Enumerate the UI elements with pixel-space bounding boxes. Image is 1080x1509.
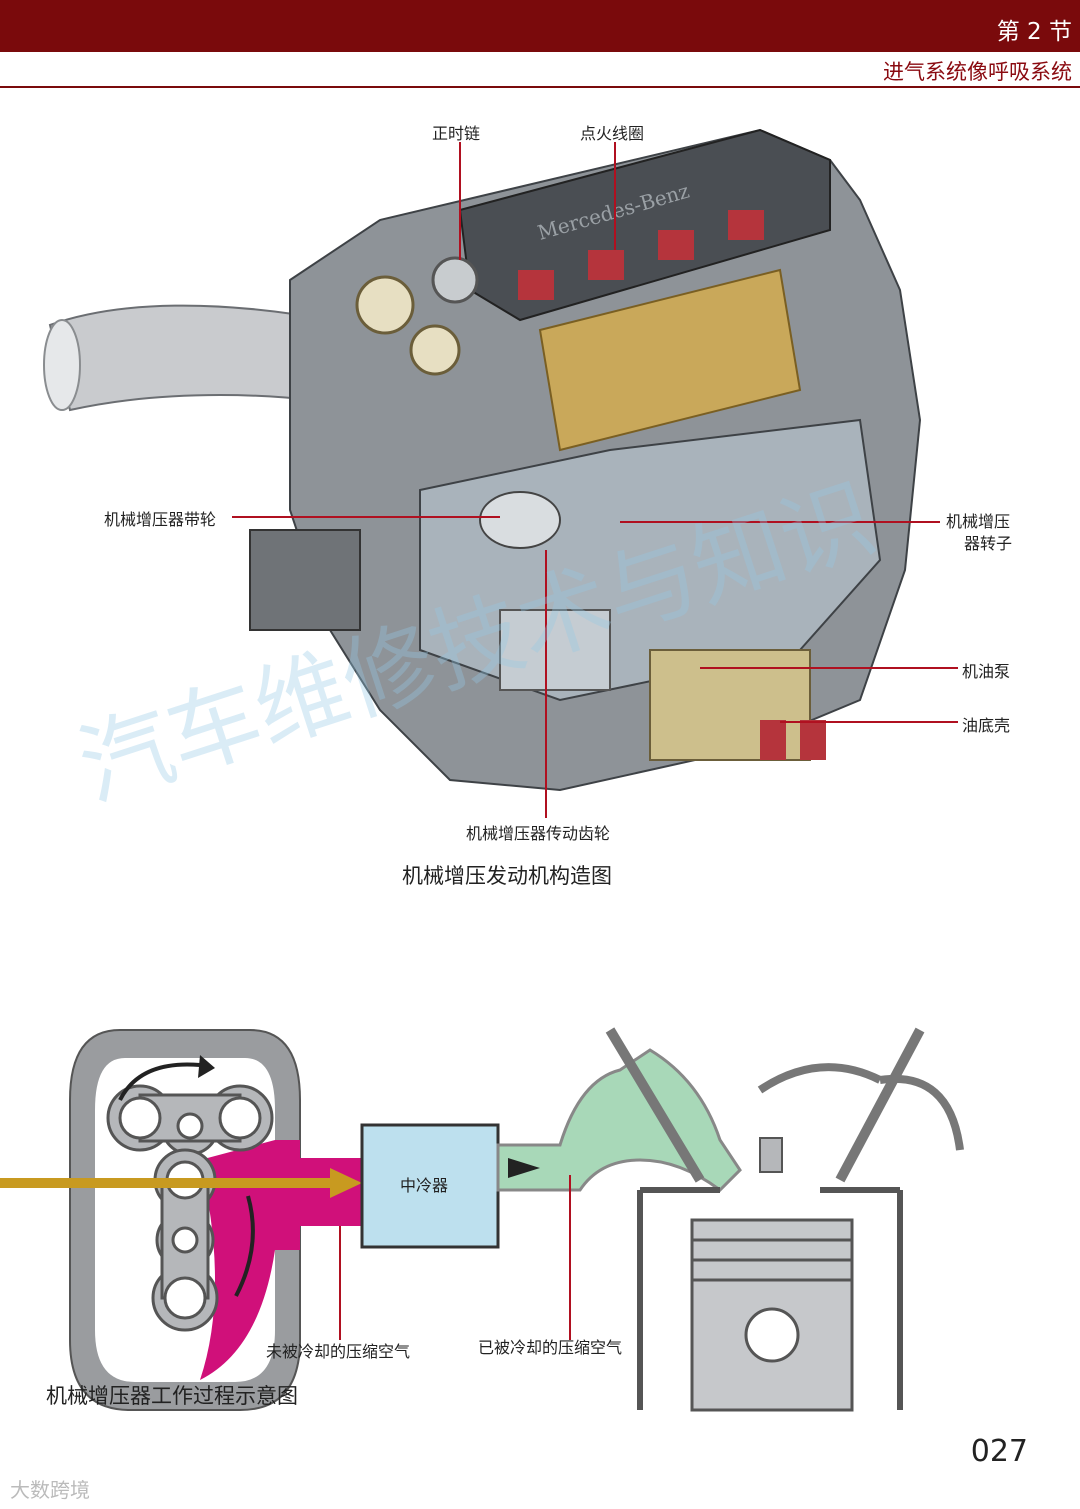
label-uncooled-air: 未被冷却的压缩空气 [266,1342,411,1361]
section-title: 进气系统像呼吸系统 [883,60,1072,84]
intercooler-label: 中冷器 [400,1176,449,1195]
label-cooled-air: 已被冷却的压缩空气 [478,1338,623,1357]
label-supercharger-rotor-line1: 机械增压 [946,512,1011,531]
label-supercharger-rotor: 机械增压 器转子 [946,511,1012,555]
engine-figure-caption: 机械增压发动机构造图 [402,864,612,888]
header-rule [0,86,1080,88]
label-oil-pump: 机油泵 [962,662,1011,681]
label-timing-chain: 正时链 [432,124,481,143]
label-supercharger-pulley: 机械增压器带轮 [104,510,217,529]
process-figure-caption: 机械增压器工作过程示意图 [46,1384,298,1408]
brand-mark: 大数跨境 [10,1478,90,1502]
label-ignition-coil: 点火线圈 [580,124,645,143]
label-supercharger-drive-gear: 机械增压器传动齿轮 [466,824,611,843]
label-oil-pan: 油底壳 [962,716,1011,735]
page-number: 027 [970,1434,1028,1469]
section-number: 第 2 节 [996,19,1072,45]
header-bar [0,0,1080,52]
engine-illustration: Mercedes-Benz [43,128,958,818]
label-supercharger-rotor-line2: 器转子 [964,534,1013,553]
process-diagram [0,1027,964,1412]
